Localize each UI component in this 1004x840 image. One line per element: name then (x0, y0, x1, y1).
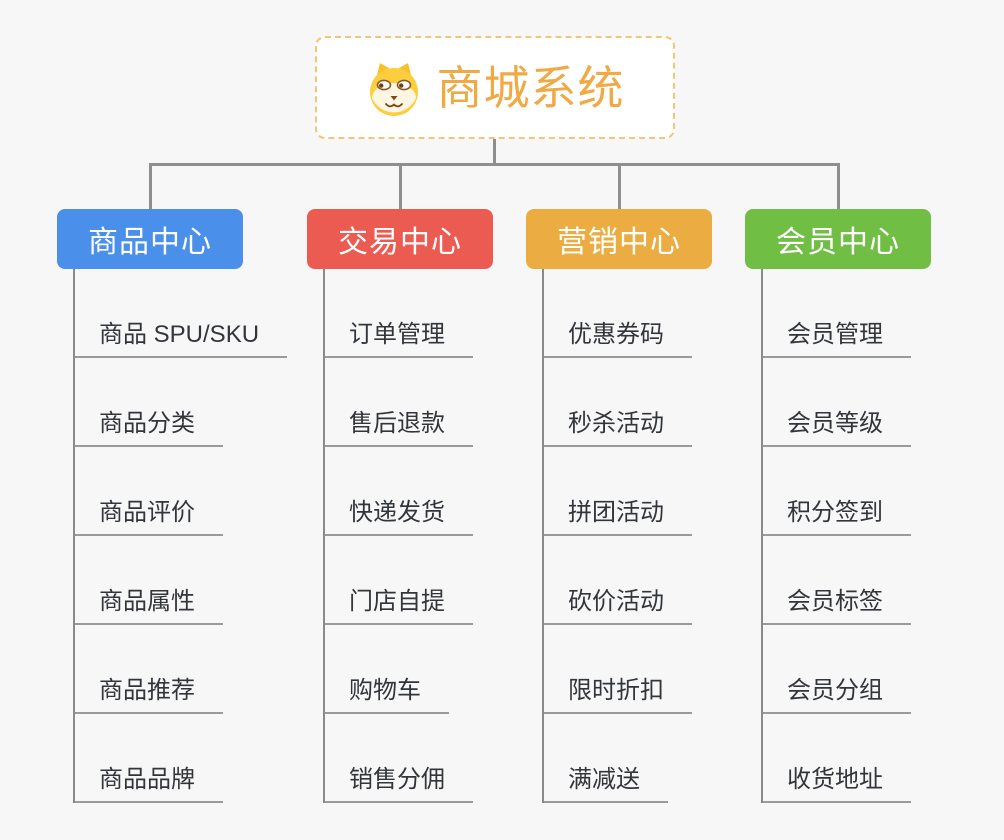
item-bargain-activity[interactable]: 砍价活动 (542, 588, 692, 625)
branch-trunk-line (73, 269, 75, 803)
item-member-group[interactable]: 会员分组 (761, 677, 911, 714)
dog-icon (369, 62, 418, 116)
mindmap-item: 商品属性 (73, 536, 287, 625)
mindmap-item: 会员等级 (761, 358, 911, 447)
connector-drop-line-4 (837, 165, 840, 210)
mindmap-item: 秒杀活动 (542, 358, 692, 447)
item-product-spu-sku[interactable]: 商品 SPU/SKU (73, 321, 288, 358)
mindmap-item: 售后退款 (323, 358, 473, 447)
mindmap-item: 订单管理 (323, 269, 473, 358)
mindmap-item: 会员分组 (761, 625, 911, 714)
branch-items-member-center: 会员管理 会员等级 积分签到 会员标签 会员分组 收货地址 (761, 269, 911, 803)
mindmap-item: 满减送 (542, 714, 692, 803)
branch-header-member-center[interactable]: 会员中心 (745, 209, 931, 269)
item-product-category[interactable]: 商品分类 (73, 410, 223, 447)
item-aftersale-refund[interactable]: 售后退款 (323, 410, 473, 447)
mindmap-item: 积分签到 (761, 447, 911, 536)
root-node-mall-system[interactable]: 商城系统 (315, 36, 675, 139)
item-product-brand[interactable]: 商品品牌 (73, 766, 223, 803)
mindmap-item: 商品评价 (73, 447, 287, 536)
branch-trunk-line (542, 269, 544, 803)
item-sales-commission[interactable]: 销售分佣 (323, 766, 473, 803)
connector-horizontal-line (149, 163, 840, 166)
branch-items-marketing-center: 优惠券码 秒杀活动 拼团活动 砍价活动 限时折扣 满减送 (542, 269, 692, 803)
mindmap-item: 会员管理 (761, 269, 911, 358)
item-points-checkin[interactable]: 积分签到 (761, 499, 911, 536)
branch-header-marketing-center[interactable]: 营销中心 (526, 209, 712, 269)
mindmap-item: 收货地址 (761, 714, 911, 803)
branch-trunk-line (323, 269, 325, 803)
item-order-management[interactable]: 订单管理 (323, 321, 473, 358)
item-full-reduction[interactable]: 满减送 (542, 766, 668, 803)
item-product-attribute[interactable]: 商品属性 (73, 588, 223, 625)
branch-header-trade-center[interactable]: 交易中心 (307, 209, 493, 269)
root-title: 商城系统 (436, 61, 625, 114)
branch-items-product-center: 商品 SPU/SKU 商品分类 商品评价 商品属性 商品推荐 商品品牌 (73, 269, 288, 803)
branch-product-center: 商品中心 商品 SPU/SKU 商品分类 商品评价 商品属性 商品推荐 商品品牌 (57, 209, 288, 803)
connector-drop-line-3 (618, 165, 621, 210)
item-member-tag[interactable]: 会员标签 (761, 588, 911, 625)
mindmap-item: 商品推荐 (73, 625, 287, 714)
mindmap-item: 快递发货 (323, 447, 473, 536)
mindmap-item: 限时折扣 (542, 625, 692, 714)
item-group-buy[interactable]: 拼团活动 (542, 499, 692, 536)
mindmap-item: 购物车 (323, 625, 473, 714)
mindmap-item: 商品品牌 (73, 714, 287, 803)
item-store-pickup[interactable]: 门店自提 (323, 588, 473, 625)
item-coupon-code[interactable]: 优惠券码 (542, 321, 692, 358)
item-shipping-address[interactable]: 收货地址 (761, 766, 911, 803)
connector-drop-line-1 (149, 165, 152, 210)
item-member-level[interactable]: 会员等级 (761, 410, 911, 447)
item-product-recommend[interactable]: 商品推荐 (73, 677, 223, 714)
branch-member-center: 会员中心 会员管理 会员等级 积分签到 会员标签 会员分组 收货地址 (745, 209, 931, 803)
mindmap-item: 拼团活动 (542, 447, 692, 536)
mindmap-item: 会员标签 (761, 536, 911, 625)
branch-trunk-line (761, 269, 763, 803)
item-express-delivery[interactable]: 快递发货 (323, 499, 473, 536)
item-member-management[interactable]: 会员管理 (761, 321, 911, 358)
item-limited-time-discount[interactable]: 限时折扣 (542, 677, 692, 714)
connector-drop-line-2 (399, 165, 402, 210)
branch-items-trade-center: 订单管理 售后退款 快递发货 门店自提 购物车 销售分佣 (323, 269, 473, 803)
mindmap-item: 销售分佣 (323, 714, 473, 803)
branch-trade-center: 交易中心 订单管理 售后退款 快递发货 门店自提 购物车 销售分佣 (307, 209, 493, 803)
mindmap-item: 商品 SPU/SKU (73, 269, 288, 358)
connector-root-drop-line (493, 139, 496, 166)
mindmap-item: 砍价活动 (542, 536, 692, 625)
item-product-review[interactable]: 商品评价 (73, 499, 223, 536)
item-flash-sale[interactable]: 秒杀活动 (542, 410, 692, 447)
item-shopping-cart[interactable]: 购物车 (323, 677, 449, 714)
mindmap-item: 门店自提 (323, 536, 473, 625)
branch-marketing-center: 营销中心 优惠券码 秒杀活动 拼团活动 砍价活动 限时折扣 满减送 (526, 209, 712, 803)
branch-header-product-center[interactable]: 商品中心 (57, 209, 243, 269)
mindmap-item: 商品分类 (73, 358, 287, 447)
mindmap-item: 优惠券码 (542, 269, 692, 358)
